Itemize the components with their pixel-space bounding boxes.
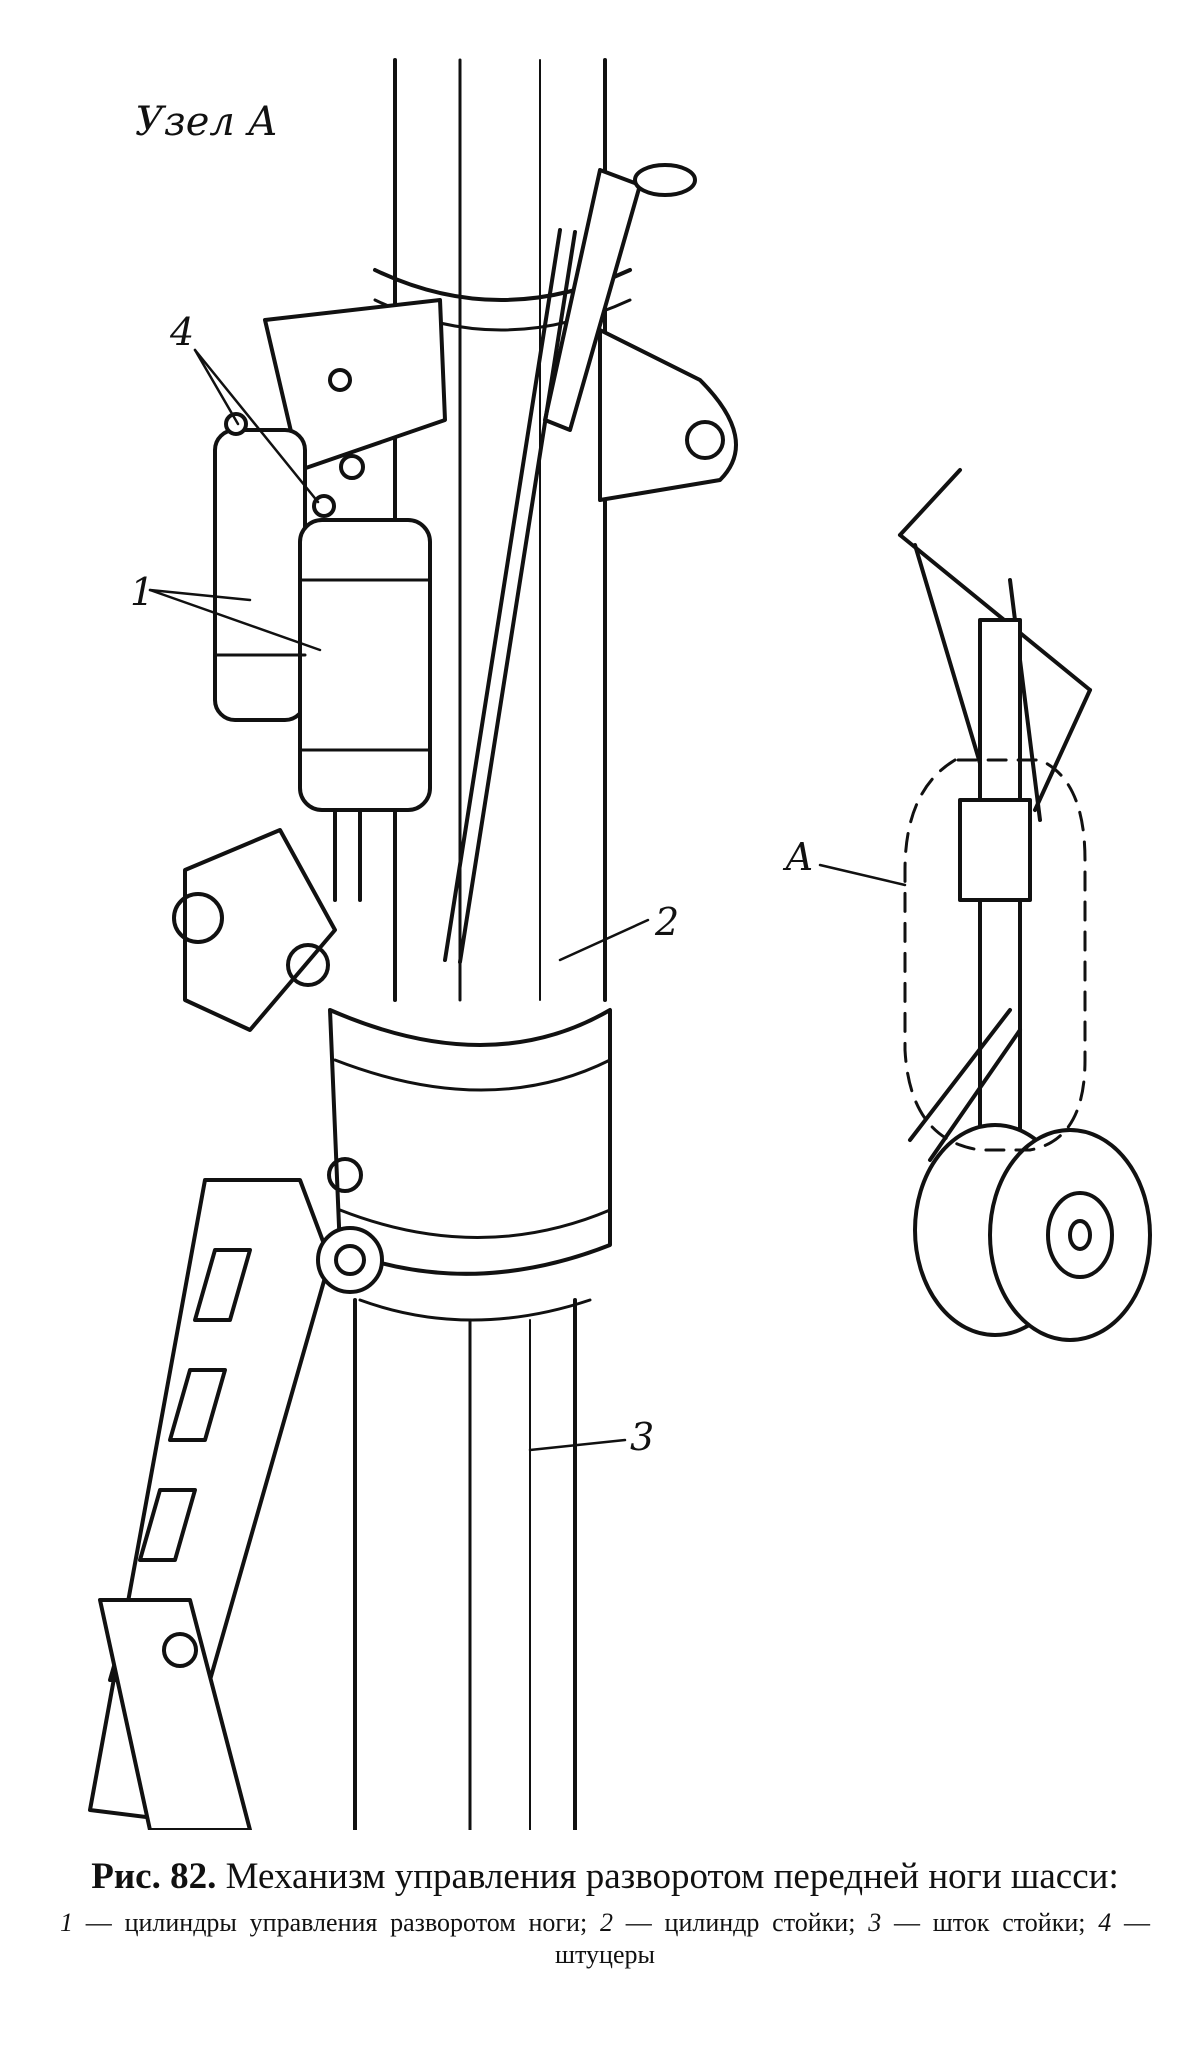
callout-inset-a: А: [782, 835, 814, 879]
nose-gear-inset-drawing: [898, 468, 1152, 1342]
caption-title: Рис. 82. Механизм управления разворотом …: [60, 1855, 1150, 1899]
figure-caption: Рис. 82. Механизм управления разворотом …: [60, 1855, 1150, 1971]
leader-lines: [148, 348, 907, 1452]
piston-rod-drawing: [353, 1298, 577, 1830]
caption-title-text: Механизм управления разворотом передней …: [225, 1856, 1119, 1897]
fittings-drawing: [224, 412, 365, 518]
callout-1: 1: [130, 570, 154, 614]
steering-lever-drawing: [172, 828, 363, 1193]
control-cylinders-drawing: [213, 428, 432, 902]
landing-gear-figure: Узел А 1 2 3 4 А: [88, 58, 1152, 1830]
legend-item: 3 — шток стойки;: [868, 1908, 1086, 1937]
callout-4: 4: [169, 310, 194, 354]
callout-3: 3: [630, 1415, 654, 1459]
clamp-collar-drawing: [328, 1008, 612, 1322]
legend-item: 1 — цилиндры управления разворотом ноги;: [60, 1908, 588, 1937]
detail-label: Узел А: [135, 99, 278, 145]
legend-item: 4 — штуцеры: [555, 1908, 1151, 1969]
caption-legend: 1 — цилиндры управления разворотом ноги;…: [60, 1907, 1150, 1971]
upper-bracket-drawing: [263, 298, 738, 502]
callout-2: 2: [654, 900, 679, 944]
legend-item: 2 — цилиндр стойки;: [599, 1908, 856, 1937]
hose-drawing: [543, 163, 697, 432]
steering-rod-drawing: [443, 228, 577, 964]
figure-number: Рис. 82.: [91, 1856, 217, 1897]
torque-link-drawing: [88, 1178, 384, 1830]
